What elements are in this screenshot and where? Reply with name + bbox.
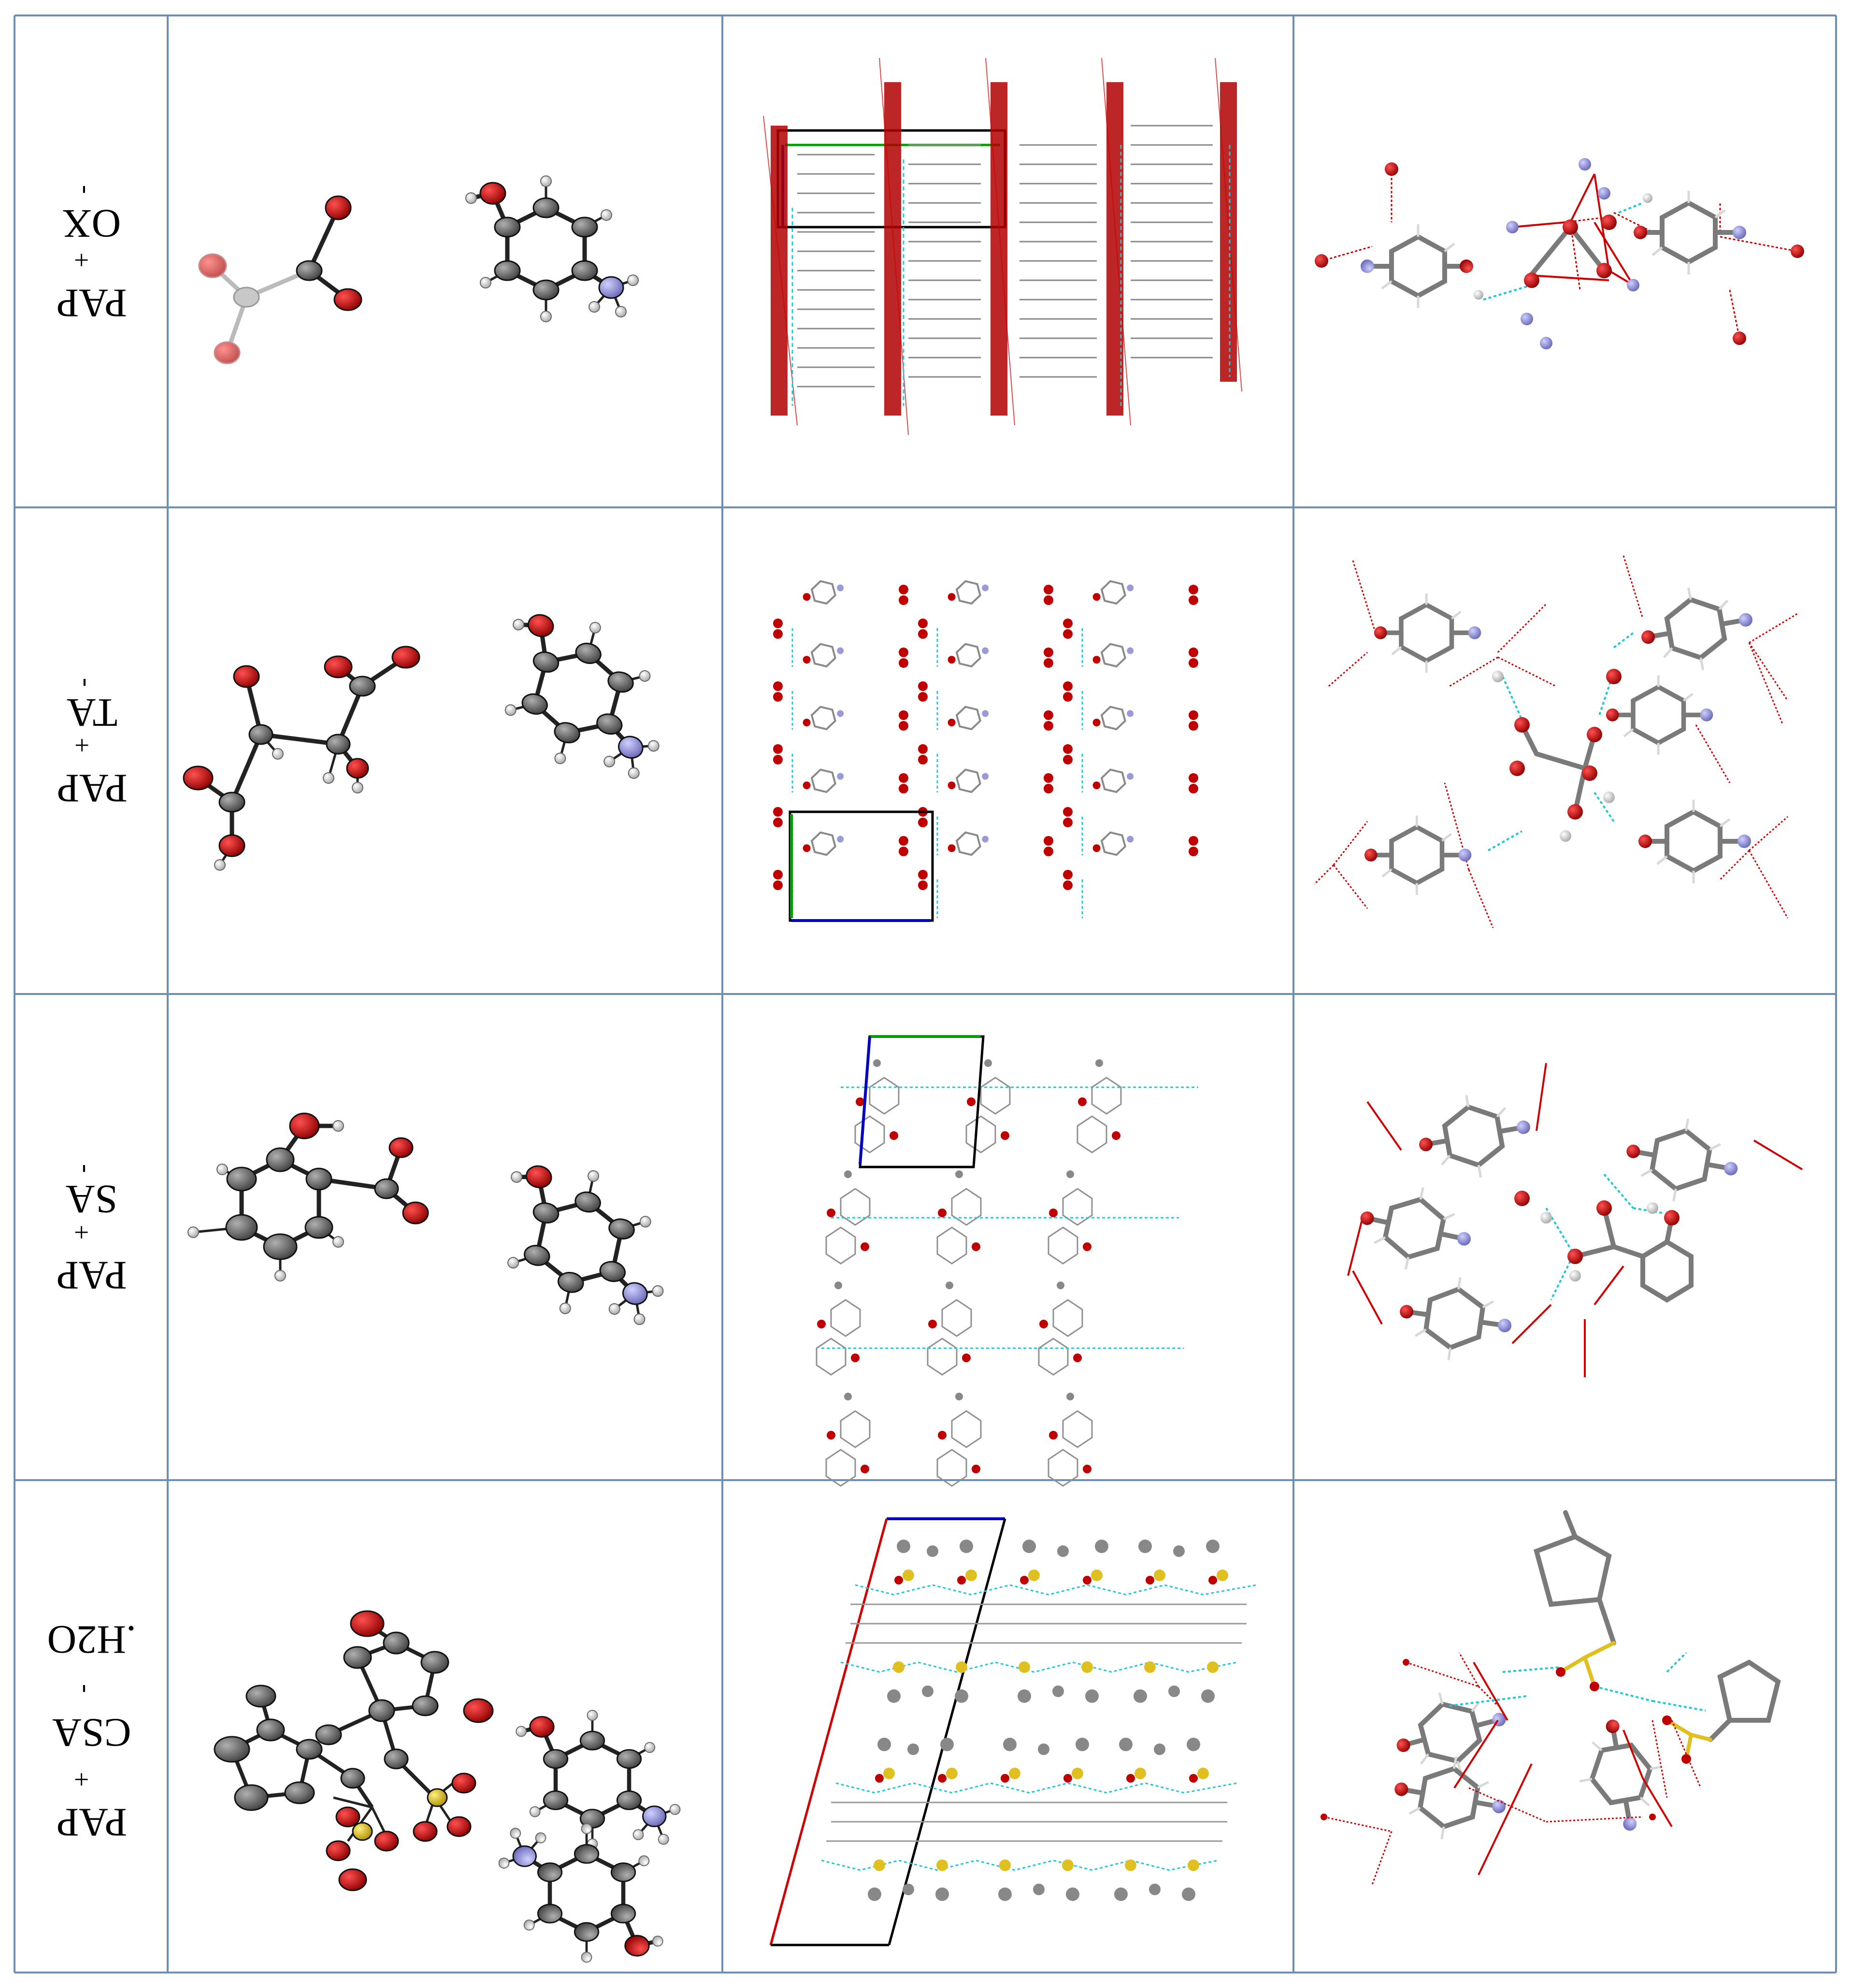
row3-anion-ortep [187, 1112, 429, 1282]
row2-packing [773, 575, 1198, 922]
row4-anion-ortep [214, 1610, 494, 1891]
row1-hbond [1315, 158, 1804, 349]
row2-hbond [1313, 555, 1798, 928]
row4-cation-ortep-2 [499, 1824, 663, 1962]
row4-hbond [1321, 1510, 1781, 1885]
row1-packing [763, 58, 1242, 435]
row1-anion-ortep [198, 195, 362, 364]
row2-cation-ortep [481, 602, 686, 787]
row3-packing [816, 1035, 1198, 1487]
row4-cation-ortep-1 [516, 1710, 680, 1849]
row3-hbond [1347, 1063, 1803, 1377]
row4-packing [769, 1517, 1257, 1946]
row1-cation-ortep [466, 176, 638, 322]
row3-cation-ortep [486, 1154, 685, 1333]
row2-anion-ortep [183, 646, 420, 871]
